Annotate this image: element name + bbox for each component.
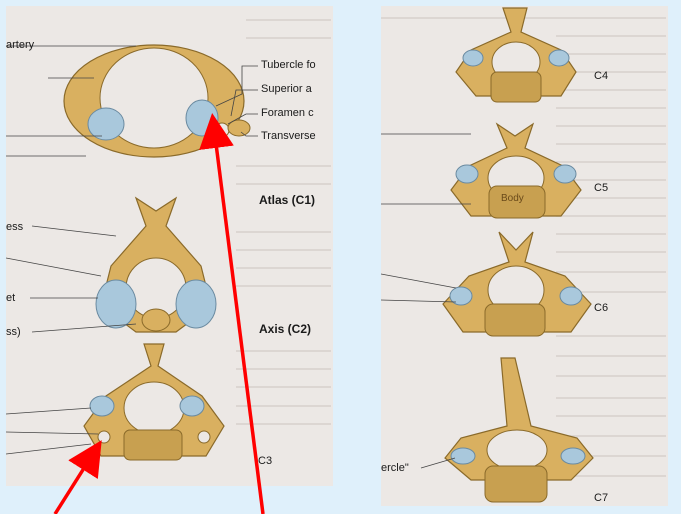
arrow-to-c3-foramen <box>55 446 98 514</box>
arrow-to-atlas-foramen <box>213 120 263 514</box>
